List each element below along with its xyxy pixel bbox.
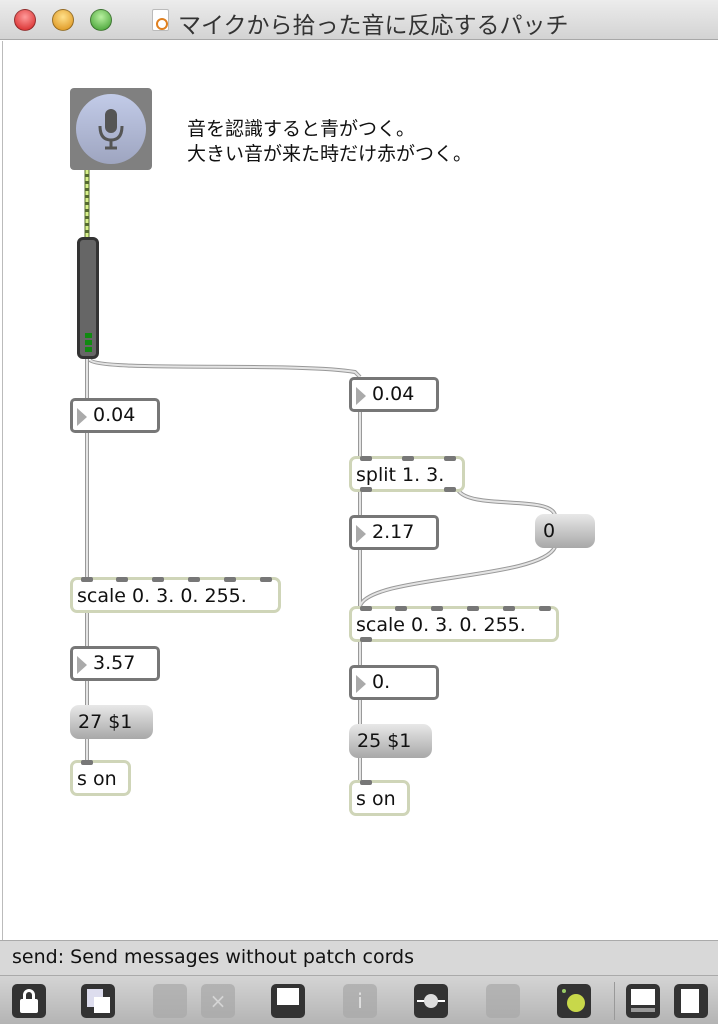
lock-icon[interactable] [12,984,46,1018]
presentation-icon[interactable] [271,984,305,1018]
left-number-box-2[interactable]: 3.57 [70,646,160,681]
object-text: s on [77,768,117,790]
grid-icon[interactable] [486,984,520,1018]
document-icon [152,9,169,31]
minimize-button[interactable] [52,9,74,31]
binoculars-icon[interactable] [153,984,187,1018]
port[interactable] [444,456,456,461]
zero-message-box[interactable]: 0 [535,514,595,548]
left-message-box[interactable]: 27 $1 [70,705,153,739]
port[interactable] [224,577,236,582]
delete-icon[interactable]: × [201,984,235,1018]
value: 0. [372,671,391,693]
port[interactable] [402,456,414,461]
object-text: scale 0. 3. 0. 255. [77,585,247,607]
port[interactable] [360,487,372,492]
split-object[interactable]: split 1. 3. [349,456,465,492]
triangle-icon [77,656,87,674]
new-object-icon[interactable] [81,984,115,1018]
left-send-object[interactable]: s on [70,760,131,796]
comment: 音を認識すると青がつく。 大きい音が来た時だけ赤がつく。 [187,117,472,167]
left-scale-object[interactable]: scale 0. 3. 0. 255. [70,577,281,613]
port[interactable] [360,606,372,611]
object-text: split 1. 3. [356,464,445,486]
port[interactable] [360,780,372,785]
right-panel-icon[interactable] [674,984,708,1018]
close-button[interactable] [14,9,36,31]
title-bar: マイクから拾った音に反応するパッチ [0,0,718,40]
comment-line-1: 音を認識すると青がつく。 [187,118,416,140]
port[interactable] [360,637,372,642]
value: 2.17 [372,521,415,543]
window-title: マイクから拾った音に反応するパッチ [178,13,569,39]
zoom-button[interactable] [90,9,112,31]
port[interactable] [152,577,164,582]
message-text: 27 $1 [78,711,133,733]
right-number-box-2[interactable]: 2.17 [349,515,439,550]
ezadc-microphone-button[interactable] [70,88,152,170]
triangle-icon [77,408,87,426]
port[interactable] [81,760,93,765]
message-text: 0 [543,520,556,542]
port[interactable] [81,577,93,582]
status-bar: send: Send messages without patch cords [0,940,718,975]
right-send-object[interactable]: s on [349,780,410,816]
port[interactable] [188,577,200,582]
audio-dsp-icon[interactable] [557,984,591,1018]
port[interactable] [539,606,551,611]
value: 0.04 [372,383,415,405]
port[interactable] [360,456,372,461]
connect-icon[interactable] [414,984,448,1018]
right-message-box[interactable]: 25 $1 [349,724,432,758]
value: 0.04 [93,404,136,426]
right-scale-object[interactable]: scale 0. 3. 0. 255. [349,606,559,642]
port[interactable] [116,577,128,582]
level-meter [77,237,99,359]
inspector-icon[interactable]: i [343,984,377,1018]
port[interactable] [444,487,456,492]
left-number-box-1[interactable]: 0.04 [70,398,160,433]
right-number-box-3[interactable]: 0. [349,665,439,700]
microphone-icon [98,109,124,150]
triangle-icon [356,525,366,543]
object-text: scale 0. 3. 0. 255. [356,614,526,636]
toolbar: × i [0,975,718,1024]
triangle-icon [356,675,366,693]
bottom-panel-icon[interactable] [626,984,660,1018]
port[interactable] [395,606,407,611]
right-number-box-1[interactable]: 0.04 [349,377,439,412]
value: 3.57 [93,652,136,674]
port[interactable] [431,606,443,611]
port[interactable] [467,606,479,611]
object-text: s on [356,788,396,810]
triangle-icon [356,387,366,405]
status-text: send: Send messages without patch cords [12,946,415,968]
comment-line-2: 大きい音が来た時だけ赤がつく。 [187,143,473,165]
port[interactable] [503,606,515,611]
port[interactable] [260,577,272,582]
message-text: 25 $1 [357,730,412,752]
